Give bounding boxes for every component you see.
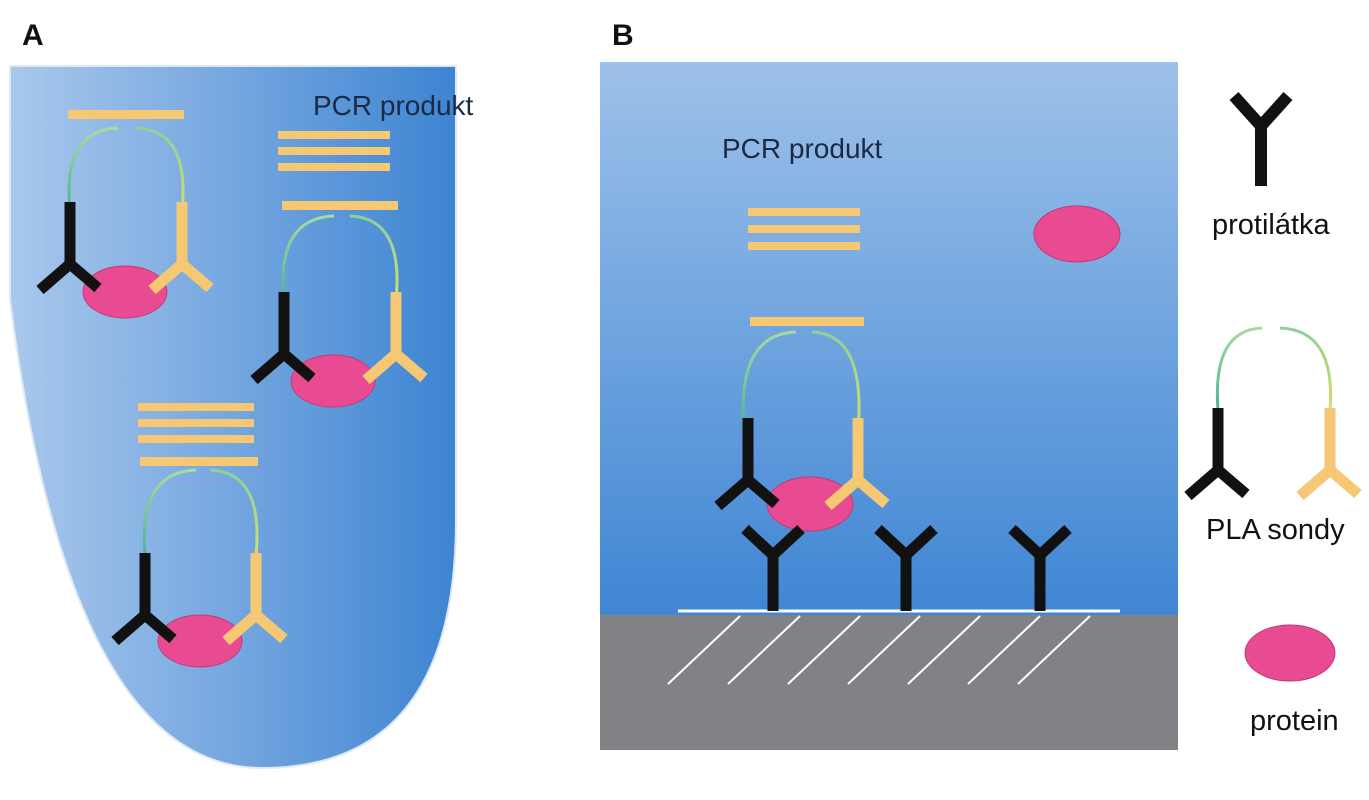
linker-left	[741, 330, 797, 431]
protein	[766, 476, 854, 532]
antibody-yellow	[1300, 408, 1358, 496]
linker-right	[209, 468, 259, 556]
bound-pla-complex	[718, 317, 886, 532]
pcr-bar	[138, 403, 254, 411]
pcr-product-label-a: PCR produkt	[313, 90, 474, 121]
linker-left	[67, 126, 119, 211]
panel-a-letter: A	[22, 19, 44, 52]
pcr-product-label-b: PCR produkt	[722, 133, 883, 164]
legend-pla-probes: PLA sondy	[1188, 326, 1358, 546]
legend-protein: protein	[1244, 624, 1339, 737]
well-solution	[600, 62, 1178, 615]
pcr-bar	[278, 147, 390, 155]
linker-right	[1279, 326, 1333, 411]
solid-surface	[600, 615, 1178, 750]
protein	[157, 614, 243, 668]
panel-b: B PCR produkt	[600, 19, 1178, 750]
legend-protein-label: protein	[1250, 705, 1339, 737]
linker-left	[1215, 326, 1263, 411]
panel-a: A PCR produkt	[9, 19, 474, 770]
pcr-bar	[138, 419, 254, 427]
pla-complex-3	[115, 403, 284, 668]
pcr-product-stack	[748, 208, 860, 250]
protein	[290, 354, 376, 408]
pcr-bar	[750, 317, 864, 326]
pla-complex-1	[40, 110, 210, 319]
pcr-bar	[138, 435, 254, 443]
pla-complex-2	[254, 131, 424, 408]
pcr-bar	[140, 457, 258, 466]
protein-icon	[1244, 624, 1336, 682]
linker-left	[281, 214, 335, 301]
panel-b-letter: B	[612, 19, 634, 52]
pcr-bar	[278, 131, 390, 139]
legend-antibody-label: protilátka	[1212, 209, 1331, 241]
pcr-bar	[748, 242, 860, 250]
linker-left	[142, 468, 197, 556]
legend-pla-probes-label: PLA sondy	[1206, 514, 1345, 546]
linker-right	[811, 330, 861, 431]
free-protein	[1033, 205, 1121, 263]
linker-right	[135, 126, 185, 211]
reaction-tube	[9, 65, 457, 770]
protein	[82, 265, 168, 319]
pcr-bar	[748, 225, 860, 233]
pcr-bar	[282, 201, 398, 210]
legend: protilátka PLA sondy protein	[1188, 91, 1358, 737]
linker-right	[349, 214, 399, 301]
surface-hatching	[667, 615, 1091, 685]
antibody-black	[1188, 408, 1246, 496]
antibody-icon	[1229, 91, 1293, 186]
pcr-bar	[68, 110, 184, 119]
legend-antibody: protilátka	[1212, 91, 1331, 241]
pcr-bar	[278, 163, 390, 171]
pcr-bar	[748, 208, 860, 216]
